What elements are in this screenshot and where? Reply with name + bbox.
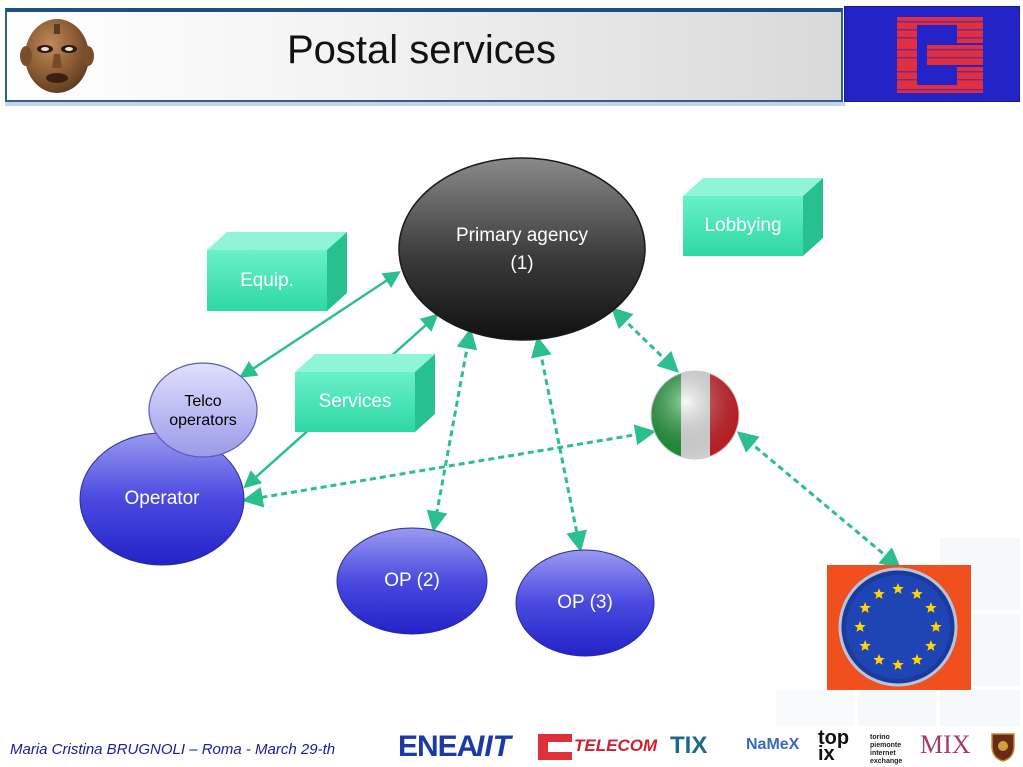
lobbying-label: Lobbying (704, 215, 782, 236)
op3-label: OP (3) (557, 592, 613, 613)
logo-tix: TIX (670, 732, 708, 759)
shield-logo-icon (991, 733, 1015, 762)
telco-line1: Telco (184, 393, 222, 410)
eu-star-icon (892, 659, 904, 670)
mask-logo-icon (20, 19, 94, 93)
op2-label: OP (2) (384, 570, 440, 591)
logo-c-icon (538, 734, 572, 760)
primary-agency-line1: Primary agency (456, 225, 588, 246)
institution-logo (844, 6, 1020, 102)
italy-flag-icon (650, 370, 740, 460)
eu-star-icon (854, 621, 866, 632)
primary-agency-line2: (1) (510, 253, 534, 274)
primary-agency-label: Primary agency (1) (420, 222, 624, 278)
arrow-agency-op2 (426, 327, 478, 533)
logo-iit: IIT (476, 730, 511, 763)
eu-star-icon (911, 588, 923, 599)
arrow-agency-op3 (531, 335, 587, 553)
logo-torino: torino piemonte internet exchange (870, 734, 903, 765)
page-title: Postal services (287, 28, 556, 72)
eu-flag-icon (827, 565, 971, 690)
operator-label: Operator (124, 488, 200, 509)
lobbying-box (683, 178, 823, 256)
logo-telecom: TELECOM (574, 736, 658, 755)
op3-node (515, 549, 655, 657)
logo-namex: NaMeX (746, 736, 800, 753)
footer-author: Maria Cristina BRUGNOLI – Roma - March 2… (10, 741, 336, 758)
logo-enea: ENEA (398, 730, 478, 763)
eu-star-icon (925, 640, 937, 651)
title-bar (5, 8, 843, 102)
telco-line2: operators (169, 412, 237, 429)
arrow-italy-operator (241, 424, 657, 508)
red-c-logo-icon (897, 17, 983, 93)
title-bar-shadow (5, 102, 845, 106)
primary-agency-node (398, 157, 646, 341)
arrow-italy-eu (736, 431, 902, 569)
telco-operators-node (148, 362, 258, 458)
logo-topix: top ix (818, 727, 850, 765)
op2-node (336, 527, 488, 635)
arrow-agency-italy (610, 307, 680, 373)
eu-star-icon (859, 640, 871, 651)
logo-mix: MIX (920, 730, 971, 759)
eu-star-icon (873, 653, 885, 665)
partner-logos: ENEA IIT TELECOM TIX NaMeX top ix torino… (398, 728, 1018, 766)
eu-stars (854, 583, 942, 670)
equip-box (207, 232, 347, 311)
eu-star-icon (873, 588, 885, 599)
services-box (295, 354, 435, 432)
eu-star-icon (930, 621, 942, 632)
eu-star-icon (925, 602, 937, 613)
telco-label: Telco operators (150, 392, 256, 430)
eu-star-icon (859, 602, 871, 613)
services-label: Services (318, 391, 392, 412)
eu-star-icon (911, 653, 923, 665)
equip-label: Equip. (240, 270, 294, 291)
eu-star-icon (892, 583, 904, 594)
